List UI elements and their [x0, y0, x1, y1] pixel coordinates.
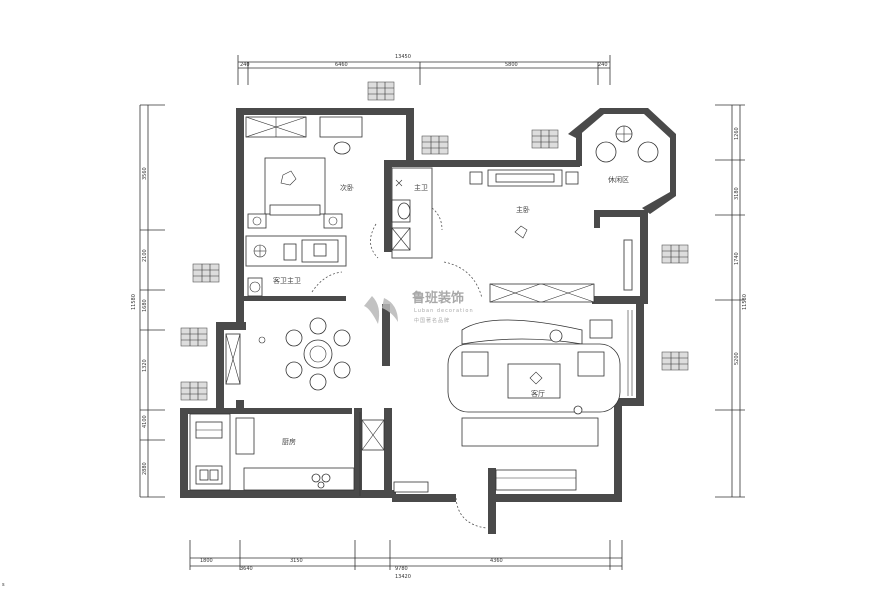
right-seg-1: 1260 — [734, 127, 740, 140]
window-marker-left-3 — [180, 381, 208, 401]
brand-watermark: 鲁班装饰 Luban decoration 中国著名品牌 — [364, 290, 474, 324]
living-room: 客厅 — [447, 310, 633, 491]
corner-mark: s — [2, 582, 5, 588]
left-seg-6: 2880 — [142, 462, 148, 475]
top-dimension-lines: 13450 240 6460 5800 240 — [237, 54, 611, 85]
top-seg-3: 5800 — [505, 62, 518, 68]
room-label-master-bedroom: 主卧 — [516, 205, 530, 214]
dining-table — [285, 317, 351, 391]
room-label-master-bath: 主卫 — [414, 183, 428, 192]
leisure-chair-right — [637, 141, 659, 163]
right-dimension-lines: 11580 1260 3180 1740 5200 — [715, 104, 748, 498]
sofa-back — [461, 319, 583, 345]
left-seg-1: 3560 — [142, 167, 148, 180]
side-table-left — [549, 329, 563, 343]
dining-area — [225, 317, 351, 391]
right-total-dim: 11580 — [742, 294, 748, 310]
walls — [180, 108, 676, 534]
nightstand-right — [323, 213, 343, 229]
wardrobe-master — [489, 283, 595, 303]
window-marker-left-1 — [192, 263, 220, 283]
left-seg-3: 1680 — [142, 299, 148, 312]
room-label-kitchen: 厨房 — [282, 437, 296, 446]
armchair-left — [461, 351, 489, 377]
desk — [319, 116, 363, 138]
guest-bath: 客卫主卫 — [245, 235, 347, 297]
window-marker-right-1 — [661, 244, 689, 264]
window-marker-master — [531, 129, 559, 149]
stove-burner-2 — [321, 473, 331, 483]
coffee-table — [507, 363, 561, 399]
guest-bath-door — [311, 271, 343, 293]
room-label-guest-bath: 客卫主卫 — [273, 276, 301, 285]
top-seg-2: 6460 — [335, 62, 348, 68]
bottom-dimension-lines: 1800 3150 4360 3640 9780 13420 — [189, 540, 623, 580]
left-seg-5: 4100 — [142, 415, 148, 428]
leisure-area: 休闲区 — [595, 125, 659, 184]
room-label-second-bedroom: 次卧 — [340, 183, 354, 192]
left-seg-2: 2100 — [142, 249, 148, 262]
corridor-door — [370, 223, 379, 259]
stove-burner-1 — [311, 473, 321, 483]
master-bedroom-door — [443, 261, 483, 299]
stove-burner-3 — [317, 481, 325, 489]
tv-cabinet — [495, 469, 577, 491]
side-stand-left — [469, 171, 483, 185]
top-total-dim: 13450 — [395, 54, 411, 60]
watermark-tagline: 中国著名品牌 — [414, 317, 450, 324]
room-label-leisure-area: 休闲区 — [608, 175, 629, 184]
left-dimension-lines: 11580 3560 2100 1680 1320 4100 2880 — [131, 104, 165, 498]
kitchen: 厨房 — [189, 412, 487, 529]
master-bath-door — [431, 207, 443, 231]
window-markers — [180, 81, 689, 401]
desk-chair — [333, 141, 351, 155]
top-seg-4: 240 — [598, 62, 608, 68]
watermark-brand: 鲁班装饰 — [412, 290, 464, 306]
bottom-seg-3: 4360 — [490, 558, 503, 564]
tv-wall — [461, 417, 599, 447]
window-marker-left-2 — [180, 327, 208, 347]
guest-washer — [247, 277, 263, 297]
left-total-dim: 11580 — [131, 294, 137, 310]
top-seg-1: 240 — [240, 62, 250, 68]
armchair-right — [577, 351, 605, 377]
master-bath: 主卫 — [370, 167, 443, 259]
nightstand-left — [247, 213, 267, 229]
bottom-label-2: 9780 — [395, 566, 408, 572]
window-marker-right-2 — [661, 351, 689, 371]
second-bedroom: 次卧 — [245, 116, 363, 229]
left-seg-4: 1320 — [142, 359, 148, 372]
right-seg-3: 1740 — [734, 252, 740, 265]
kitchen-counter — [243, 467, 355, 491]
window-marker-top — [367, 81, 395, 101]
bottom-label-1: 3640 — [240, 566, 253, 572]
bottom-seg-1: 1800 — [200, 558, 213, 564]
guest-toilet — [283, 243, 297, 261]
watermark-english: Luban decoration — [414, 308, 474, 314]
brand-logo — [364, 296, 380, 324]
room-label-living-room: 客厅 — [531, 389, 545, 398]
bottom-seg-2: 3150 — [290, 558, 303, 564]
window-marker-bath — [421, 135, 449, 155]
side-stand-right — [565, 171, 579, 185]
bottom-total-dim: 13420 — [395, 574, 411, 580]
leisure-chair-left — [595, 141, 617, 163]
master-bedroom: 主卧 — [443, 169, 633, 303]
entry-door — [455, 497, 487, 529]
right-seg-4: 5200 — [734, 352, 740, 365]
right-seg-2: 3180 — [734, 187, 740, 200]
